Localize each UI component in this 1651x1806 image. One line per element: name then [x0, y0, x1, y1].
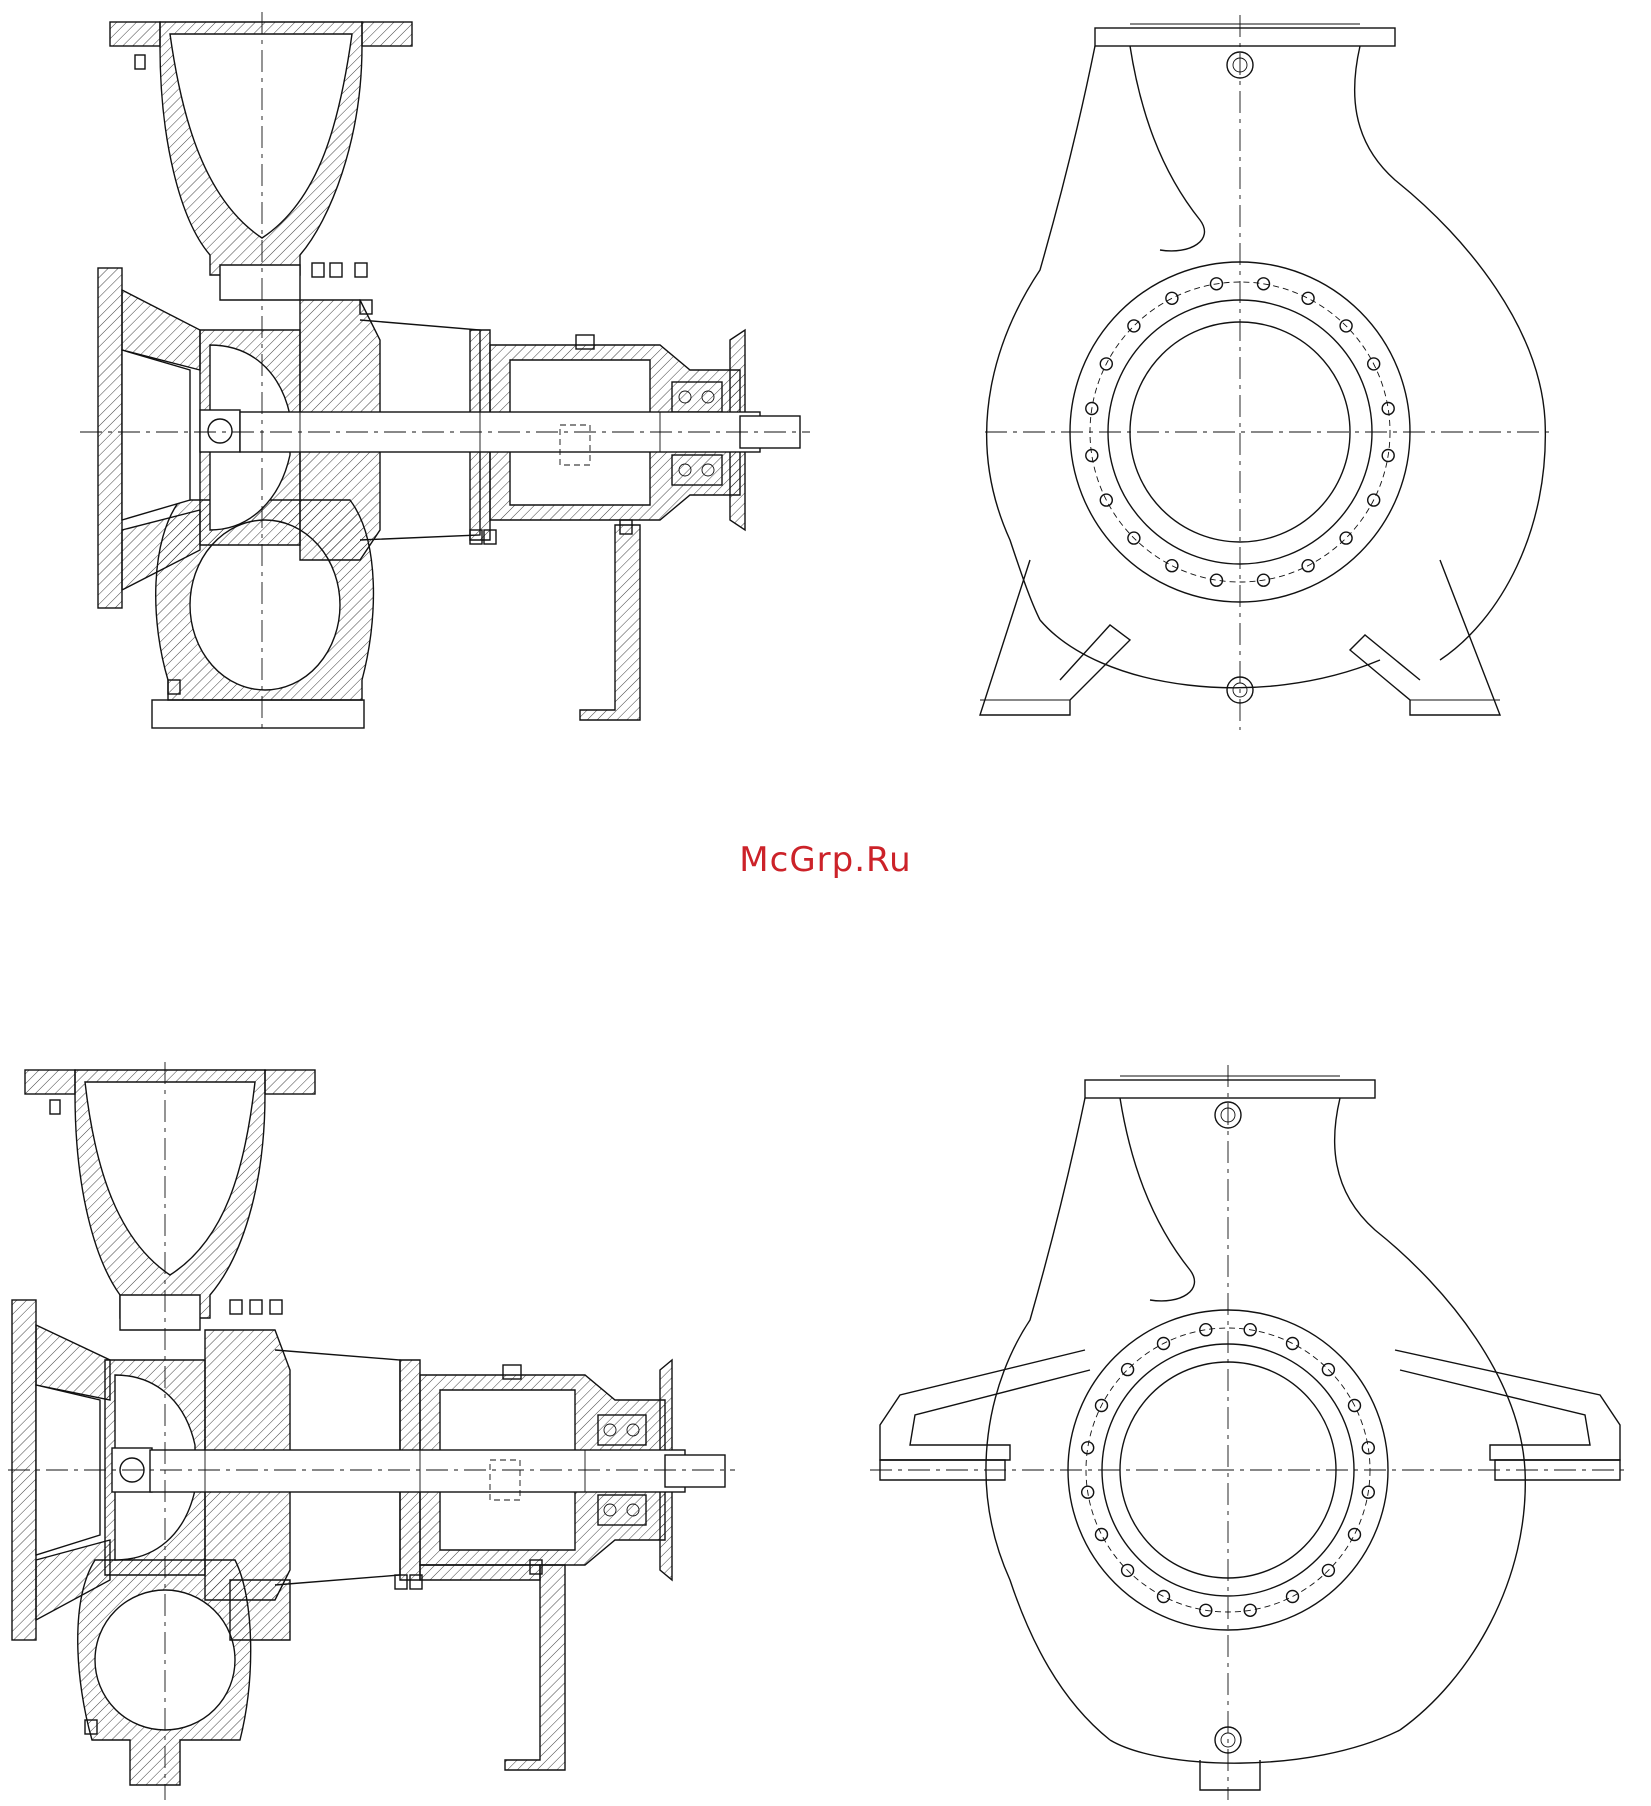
bolt-hole — [1082, 1442, 1094, 1454]
bolt-hole — [1166, 560, 1178, 572]
bolt-hole — [1122, 1364, 1134, 1376]
bolt-hole — [1200, 1324, 1212, 1336]
volute-end-view-bottom — [870, 1065, 1630, 1800]
volute-end-view-top — [980, 15, 1555, 730]
bolt-hole — [1362, 1442, 1374, 1454]
bolt-hole — [1302, 292, 1314, 304]
bolt-hole — [1096, 1529, 1108, 1541]
bolt-hole — [1128, 320, 1140, 332]
pump-section-top — [80, 12, 810, 730]
bolt-hole — [1158, 1591, 1170, 1603]
watermark: McGrp.Ru — [0, 840, 1651, 900]
bolt-hole — [1287, 1591, 1299, 1603]
pump-section-bottom — [8, 1062, 735, 1800]
bolt-hole — [1086, 450, 1098, 462]
bolt-hole — [1340, 532, 1352, 544]
bolt-hole — [1349, 1529, 1361, 1541]
bolt-hole — [1382, 403, 1394, 415]
bolt-hole — [1211, 574, 1223, 586]
